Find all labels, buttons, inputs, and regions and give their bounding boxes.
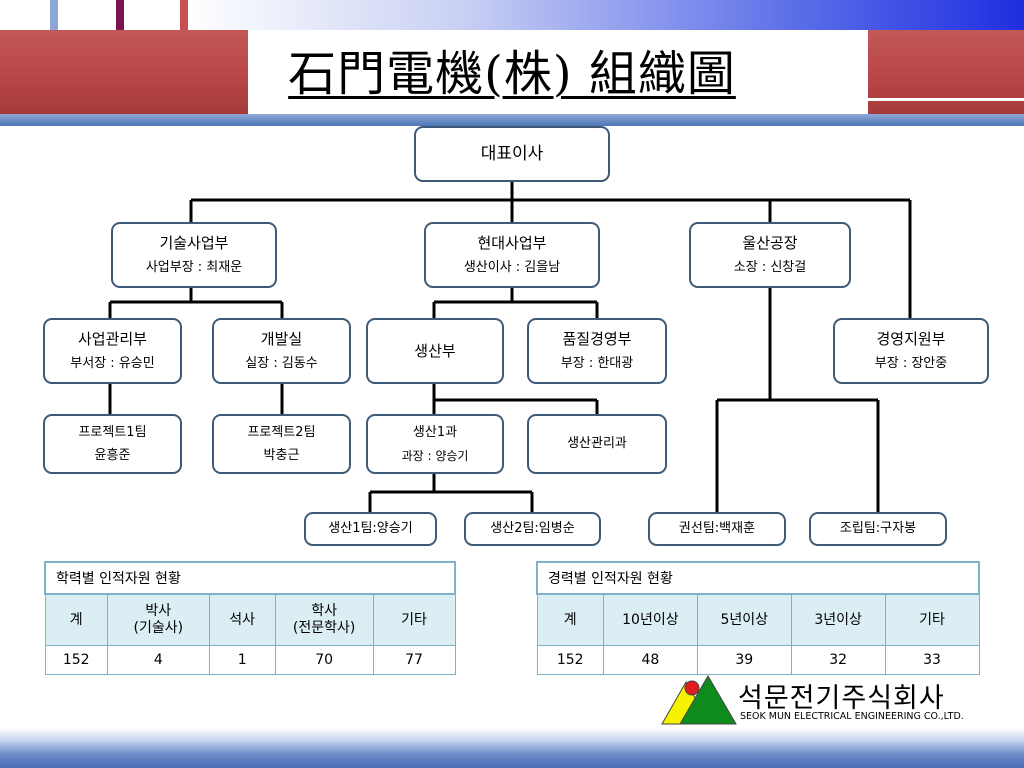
edu-value-masters: 1 bbox=[208, 645, 276, 675]
support-head: 부장 : 장안중 bbox=[874, 356, 948, 371]
header-accent-bar bbox=[180, 0, 188, 30]
ulsan-plant-name: 울산공장 bbox=[742, 234, 798, 252]
edu-header-other: 기타 bbox=[372, 593, 456, 646]
biz-mgmt-name: 사업관리부 bbox=[77, 330, 147, 348]
title-background bbox=[248, 30, 868, 114]
edu-value-other: 77 bbox=[372, 645, 456, 675]
education-table-caption: 학력별 인적자원 현황 bbox=[44, 561, 456, 595]
page-title: 石門電機(株) 組織圖 bbox=[288, 46, 736, 102]
career-value-10y: 48 bbox=[602, 645, 698, 675]
footer-band bbox=[0, 728, 1024, 768]
tech-division-head: 사업부장 : 최재운 bbox=[145, 260, 243, 275]
project2-box[interactable]: 프로젝트2팀 박충근 bbox=[212, 414, 351, 474]
career-header-5y: 5년이상 bbox=[696, 593, 792, 646]
header-gradient bbox=[0, 0, 1024, 30]
hyundai-division-head: 생산이사 : 김을남 bbox=[463, 260, 561, 275]
prod1-section-head: 과장 : 양승기 bbox=[401, 449, 469, 463]
edu-header-phd-line2: (기술사) bbox=[133, 620, 184, 636]
edu-header-phd-line1: 박사 bbox=[145, 603, 172, 619]
career-header-3y: 3년이상 bbox=[790, 593, 886, 646]
career-header-other: 기타 bbox=[884, 593, 980, 646]
prod-mgmt-box[interactable]: 생산관리과 bbox=[527, 414, 667, 474]
prod-team2-label: 생산2팀:임병순 bbox=[490, 521, 575, 536]
edu-value-phd: 4 bbox=[106, 645, 210, 675]
header-accent-bar bbox=[50, 0, 58, 30]
project1-head: 윤흥준 bbox=[94, 448, 131, 463]
ulsan-plant-head: 소장 : 신창걸 bbox=[733, 260, 807, 275]
career-table-caption: 경력별 인적자원 현황 bbox=[536, 561, 980, 595]
company-name-english: SEOK MUN ELECTRICAL ENGINEERING CO.,LTD. bbox=[740, 711, 964, 722]
support-name: 경영지원부 bbox=[876, 330, 946, 348]
hyundai-division-box[interactable]: 현대사업부 생산이사 : 김을남 bbox=[424, 222, 600, 288]
education-table: 학력별 인적자원 현황 계 박사 (기술사) 석사 학사 (전문학사) 기타 1… bbox=[44, 561, 456, 675]
project2-name: 프로젝트2팀 bbox=[247, 425, 316, 440]
winding-team-box[interactable]: 권선팀:백재훈 bbox=[648, 512, 786, 546]
prod-team1-box[interactable]: 생산1팀:양승기 bbox=[304, 512, 437, 546]
quality-name: 품질경영부 bbox=[562, 330, 632, 348]
hyundai-division-name: 현대사업부 bbox=[477, 234, 547, 252]
ceo-label: 대표이사 bbox=[480, 144, 544, 164]
ceo-box[interactable]: 대표이사 bbox=[414, 126, 610, 182]
dev-office-name: 개발실 bbox=[260, 330, 303, 348]
career-value-5y: 39 bbox=[696, 645, 792, 675]
prod-team1-label: 생산1팀:양승기 bbox=[328, 521, 413, 536]
career-table: 경력별 인적자원 현황 계 10년이상 5년이상 3년이상 기타 152 48 … bbox=[536, 561, 980, 675]
company-name-korean: 석문전기주식회사 bbox=[738, 683, 945, 714]
production-name: 생산부 bbox=[414, 342, 456, 360]
career-value-other: 33 bbox=[884, 645, 980, 675]
prod-mgmt-name: 생산관리과 bbox=[567, 436, 627, 451]
biz-mgmt-box[interactable]: 사업관리부 부서장 : 유승민 bbox=[43, 318, 182, 384]
header-accent-bar bbox=[116, 0, 124, 30]
edu-header-masters: 석사 bbox=[208, 593, 276, 646]
biz-mgmt-head: 부서장 : 유승민 bbox=[70, 356, 155, 371]
career-header-10y: 10년이상 bbox=[602, 593, 698, 646]
winding-team-label: 권선팀:백재훈 bbox=[678, 521, 756, 536]
tech-division-name: 기술사업부 bbox=[159, 234, 229, 252]
assembly-team-box[interactable]: 조립팀:구자봉 bbox=[809, 512, 947, 546]
edu-header-bachelor-line2: (전문학사) bbox=[292, 620, 356, 636]
prod1-section-name: 생산1과 bbox=[412, 425, 458, 440]
edu-header-bachelor: 학사 (전문학사) bbox=[274, 593, 374, 646]
career-value-3y: 32 bbox=[790, 645, 886, 675]
edu-header-phd: 박사 (기술사) bbox=[106, 593, 210, 646]
dev-office-head: 실장 : 김동수 bbox=[245, 356, 318, 371]
project1-name: 프로젝트1팀 bbox=[78, 425, 147, 440]
project2-head: 박충근 bbox=[263, 448, 300, 463]
edu-header-total: 계 bbox=[44, 593, 108, 646]
project1-box[interactable]: 프로젝트1팀 윤흥준 bbox=[43, 414, 182, 474]
assembly-team-label: 조립팀:구자봉 bbox=[839, 521, 917, 536]
career-header-total: 계 bbox=[536, 593, 604, 646]
ulsan-plant-box[interactable]: 울산공장 소장 : 신창걸 bbox=[689, 222, 851, 288]
career-value-total: 152 bbox=[536, 645, 604, 675]
company-logo-icon bbox=[661, 675, 737, 725]
prod-team2-box[interactable]: 생산2팀:임병순 bbox=[464, 512, 601, 546]
support-box[interactable]: 경영지원부 부장 : 장안중 bbox=[833, 318, 989, 384]
dev-office-box[interactable]: 개발실 실장 : 김동수 bbox=[212, 318, 351, 384]
edu-header-bachelor-line1: 학사 bbox=[311, 603, 338, 619]
quality-head: 부장 : 한대광 bbox=[560, 356, 634, 371]
edu-value-total: 152 bbox=[44, 645, 108, 675]
quality-box[interactable]: 품질경영부 부장 : 한대광 bbox=[527, 318, 667, 384]
title-underline-decoration bbox=[828, 98, 1024, 101]
edu-value-bachelor: 70 bbox=[274, 645, 374, 675]
production-box[interactable]: 생산부 bbox=[366, 318, 504, 384]
prod1-section-box[interactable]: 생산1과 과장 : 양승기 bbox=[366, 414, 504, 474]
tech-division-box[interactable]: 기술사업부 사업부장 : 최재운 bbox=[111, 222, 277, 288]
header-blue-band bbox=[0, 114, 1024, 126]
